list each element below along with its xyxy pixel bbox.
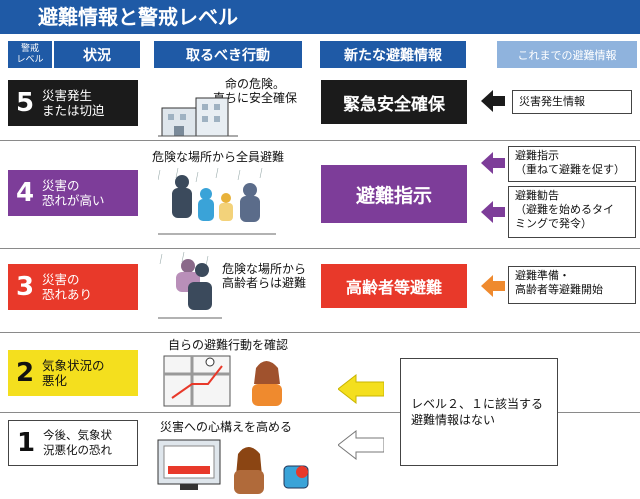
row-separator	[0, 248, 640, 249]
level-2-badge: 2 気象状況の 悪化	[8, 350, 138, 396]
old-info-box: 災害発生情報	[512, 90, 632, 114]
arrow-left-icon	[338, 374, 384, 404]
old-info-box: 避難指示 （重ねて避難を促す）	[508, 146, 636, 182]
header-level: 警戒 レベル	[8, 41, 52, 68]
row-separator	[0, 140, 640, 141]
family-evacuating-icon	[158, 168, 276, 235]
action-caption: 命の危険。 直ちに安全確保	[213, 77, 298, 105]
level-number: 2	[15, 358, 35, 388]
level-situation: 災害の 恐れが高い	[42, 178, 105, 208]
arrow-left-icon	[481, 275, 505, 297]
page-title: 避難情報と警戒レベル	[38, 5, 238, 29]
level-number: 5	[15, 88, 35, 118]
level-situation: 今後、気象状 況悪化の恐れ	[43, 428, 112, 457]
no-equivalent-box: レベル２、１に該当する 避難情報はない	[400, 358, 558, 466]
old-info-box: 避難勧告 （避難を始めるタイ ミングで発令）	[508, 186, 636, 238]
row-separator	[0, 332, 640, 333]
old-info-box: 避難準備・ 高齢者等避難開始	[508, 266, 636, 304]
action-caption: 危険な場所から全員避難	[152, 150, 285, 164]
new-info-level-5: 緊急安全確保	[321, 80, 467, 124]
elder-carry-icon	[158, 252, 222, 319]
arrow-left-icon	[481, 201, 505, 223]
row-separator	[0, 412, 640, 413]
tv-news-icon	[157, 439, 309, 494]
building-icon	[158, 97, 238, 137]
level-3-badge: 3 災害の 恐れあり	[8, 264, 138, 310]
level-4-badge: 4 災害の 恐れが高い	[8, 170, 138, 216]
hazard-map-icon	[163, 355, 282, 407]
level-situation: 災害発生 または切迫	[42, 88, 105, 118]
arrow-left-icon	[481, 90, 505, 112]
level-5-badge: 5 災害発生 または切迫	[8, 80, 138, 126]
level-number: 3	[15, 272, 35, 302]
action-caption: 自らの避難行動を確認	[168, 338, 289, 352]
new-info-level-3: 高齢者等避難	[321, 264, 467, 308]
level-situation: 災害の 恐れあり	[42, 272, 93, 302]
action-caption: 災害への心構えを高める	[160, 420, 293, 434]
title-bar	[0, 0, 640, 34]
arrow-left-icon	[338, 430, 384, 460]
header-action: 取るべき行動	[154, 41, 302, 68]
header-situation: 状況	[54, 41, 140, 68]
level-situation: 気象状況の 悪化	[42, 358, 105, 388]
level-number: 1	[16, 428, 36, 458]
action-caption: 危険な場所から 高齢者らは避難	[222, 262, 307, 290]
level-1-badge: 1 今後、気象状 況悪化の恐れ	[8, 420, 138, 466]
new-info-level-4: 避難指示	[321, 165, 467, 223]
header-old-info: これまでの避難情報	[497, 41, 637, 68]
arrow-left-icon	[481, 152, 505, 174]
header-new-info: 新たな避難情報	[320, 41, 466, 68]
level-number: 4	[15, 178, 35, 208]
